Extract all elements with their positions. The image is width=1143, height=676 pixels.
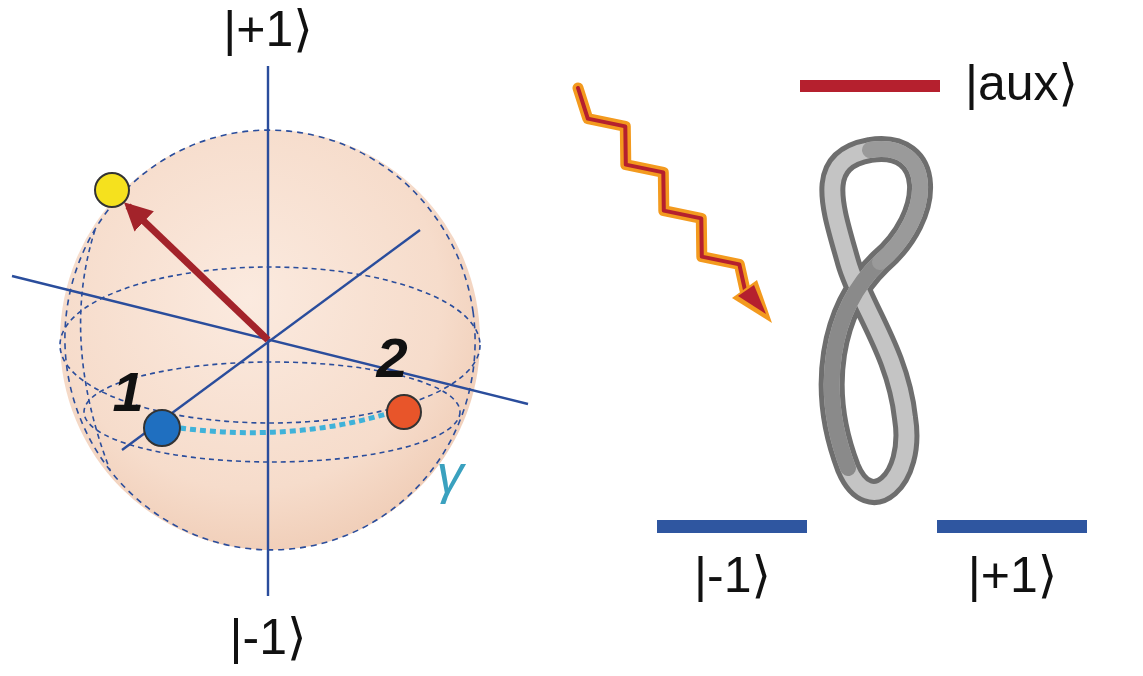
point-number: 2 [376, 326, 407, 390]
point-one [144, 410, 180, 446]
level-bar [657, 520, 807, 533]
energy-level: |+1⟩ [935, 515, 1090, 645]
level-label: |-1⟩ [694, 547, 771, 605]
level-bar [800, 80, 940, 92]
state-dot [95, 173, 129, 207]
path-label: γ [437, 443, 464, 505]
point-number: 1 [112, 360, 143, 424]
state-vector [128, 206, 268, 340]
level-bar [937, 520, 1087, 533]
energy-level: |aux⟩ [800, 38, 1120, 130]
sphere-axes [12, 66, 528, 596]
mobius-strip [832, 149, 920, 492]
photon-arrow [578, 88, 772, 323]
energy-level: |-1⟩ [655, 515, 810, 645]
sphere-gridlines [38, 104, 502, 577]
level-label: |+1⟩ [968, 547, 1058, 605]
point-two [387, 395, 421, 429]
state-label: |-1⟩ [230, 609, 307, 667]
path-gamma [180, 414, 386, 433]
state-label: |+1⟩ [223, 1, 313, 59]
level-label: |aux⟩ [965, 55, 1078, 113]
